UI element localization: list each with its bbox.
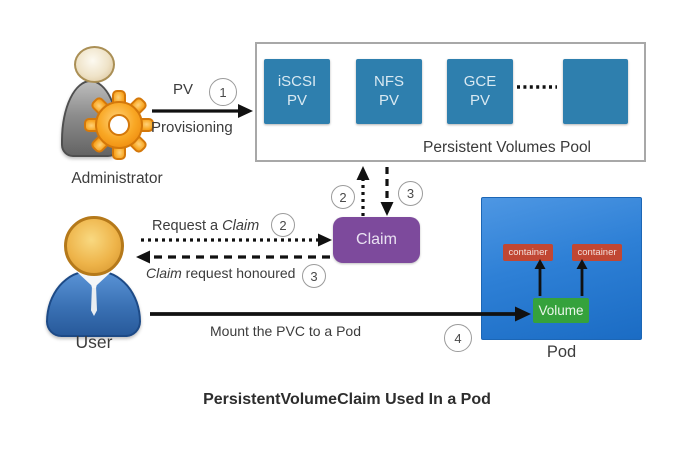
claim-honoured-label: Claim request honoured [146,265,295,281]
claim-box: Claim [333,217,420,263]
pv-label-line2: PV [378,91,399,109]
request-claim-arrow [141,233,332,247]
container-label: container [577,247,617,258]
request-claim-label: Request a Claim [152,218,259,234]
pv-label-line1: NFS [374,72,404,90]
gear-icon [84,90,154,160]
mount-pvc-label: Mount the PVC to a Pod [210,323,361,339]
administrator-label: Administrator [71,170,163,187]
pv-square-blank [563,59,628,124]
user-head [64,216,124,276]
pod-box: container container Volume [481,197,642,340]
pv-label-line2: PV [286,91,307,109]
pv-label-line1: iSCSI [277,72,317,90]
volume-box: Volume [533,298,589,323]
container-box-left: container [503,244,553,261]
step-circle-1: 1 [209,78,237,106]
mount-pvc-arrow [150,306,531,322]
pv-square-gce: GCE PV [447,59,513,124]
request-claim-text: Request a [152,218,223,234]
pv-provisioning-label-line2: Provisioning [151,119,233,136]
claim-honoured-arrow [136,250,330,264]
request-claim-italic: Claim [222,218,260,234]
step-circle-2-claim: 2 [331,185,355,209]
pv-label-line2: PV [469,91,490,109]
step-circle-2-request: 2 [271,213,295,237]
claim-label: Claim [356,231,397,248]
pv-provisioning-arrow [152,104,253,118]
container-box-right: container [572,244,622,261]
step-circle-4: 4 [444,324,472,352]
user-label: User [75,332,113,352]
pv-label-line1: GCE [463,72,497,90]
pool-to-claim-arrow [380,167,394,216]
claim-honoured-italic: Claim [146,265,182,281]
pod-label: Pod [546,343,577,361]
container-label: container [508,247,548,258]
claim-honoured-text: request honoured [181,265,296,281]
volume-label: Volume [538,303,584,318]
persistent-volumes-pool-box: iSCSI PV NFS PV GCE PV [255,42,646,162]
step-circle-3-pool: 3 [398,181,423,206]
pv-square-nfs: NFS PV [356,59,422,124]
diagram-caption: PersistentVolumeClaim Used In a Pod [203,391,491,408]
user-tie [91,288,97,316]
claim-to-pool-arrow [356,166,370,216]
administrator-head [74,46,115,83]
pool-title: Persistent Volumes Pool [423,139,592,156]
pv-provisioning-label-line1: PV [173,81,194,98]
pv-square-iscsi: iSCSI PV [264,59,330,124]
step-circle-3-honoured: 3 [302,264,326,288]
